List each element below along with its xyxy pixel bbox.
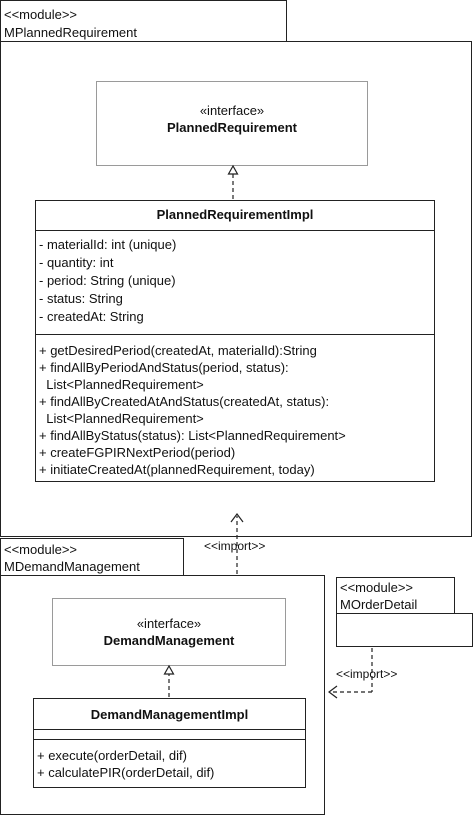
realization-arrow [163,664,175,697]
class-divider [34,739,305,740]
method-row: + createFGPIRNextPeriod(period) [39,445,236,460]
module-stereotype: <<module>> [340,580,414,595]
interface-box-planned-requirement: «interface» PlannedRequirement [96,81,368,166]
module-tab-order-detail: <<module>> MOrderDetail [336,577,455,614]
method-row: + findAllByCreatedAtAndStatus(createdAt,… [39,394,330,409]
method-row: + calculatePIR(orderDetail, dif) [37,765,215,780]
interface-name: DemandManagement [103,633,235,648]
import-label: <<import>> [204,539,266,553]
method-row: + findAllByPeriodAndStatus(period, statu… [39,360,289,375]
class-box-planned-requirement-impl: PlannedRequirementImpl - materialId: int… [35,200,435,482]
module-stereotype: <<module>> [4,542,78,557]
method-row: + getDesiredPeriod(createdAt, materialId… [39,343,317,358]
interface-stereotype: «interface» [199,103,265,118]
interface-name: PlannedRequirement [166,120,298,135]
method-row: + execute(orderDetail, dif) [37,748,187,763]
class-box-demand-management-impl: DemandManagementImpl + execute(orderDeta… [33,698,306,788]
attribute-row: - status: String [39,291,123,306]
attribute-row: - materialId: int (unique) [39,237,177,252]
module-stereotype: <<module>> [4,7,78,22]
interface-stereotype: «interface» [136,616,202,631]
class-divider [36,230,434,231]
class-name: DemandManagementImpl [90,707,249,722]
realization-arrow [227,164,239,199]
interface-box-demand-management: «interface» DemandManagement [52,598,286,666]
attribute-row: - quantity: int [39,255,114,270]
module-tab-demand-management: <<module>> MDemandManagement [0,538,184,576]
class-name: PlannedRequirementImpl [156,207,314,222]
module-tab-planned-requirement: <<module>> MPlannedRequirement [0,0,287,42]
import-dependency-arrow [230,513,244,574]
import-label: <<import>> [336,667,398,681]
module-name: MDemandManagement [4,559,140,574]
method-row: + findAllByStatus(status): List<PlannedR… [39,428,346,443]
attribute-row: - period: String (unique) [39,273,176,288]
class-divider [34,729,305,730]
method-row: List<PlannedRequirement> [39,411,204,426]
module-name: MOrderDetail [340,597,418,612]
method-row: List<PlannedRequirement> [39,377,204,392]
attribute-row: - createdAt: String [39,309,144,324]
method-row: + initiateCreatedAt(plannedRequirement, … [39,462,315,477]
module-body-order-detail [336,613,473,647]
import-dependency-arrow [328,648,373,699]
class-divider [36,334,434,335]
module-name: MPlannedRequirement [4,25,137,40]
